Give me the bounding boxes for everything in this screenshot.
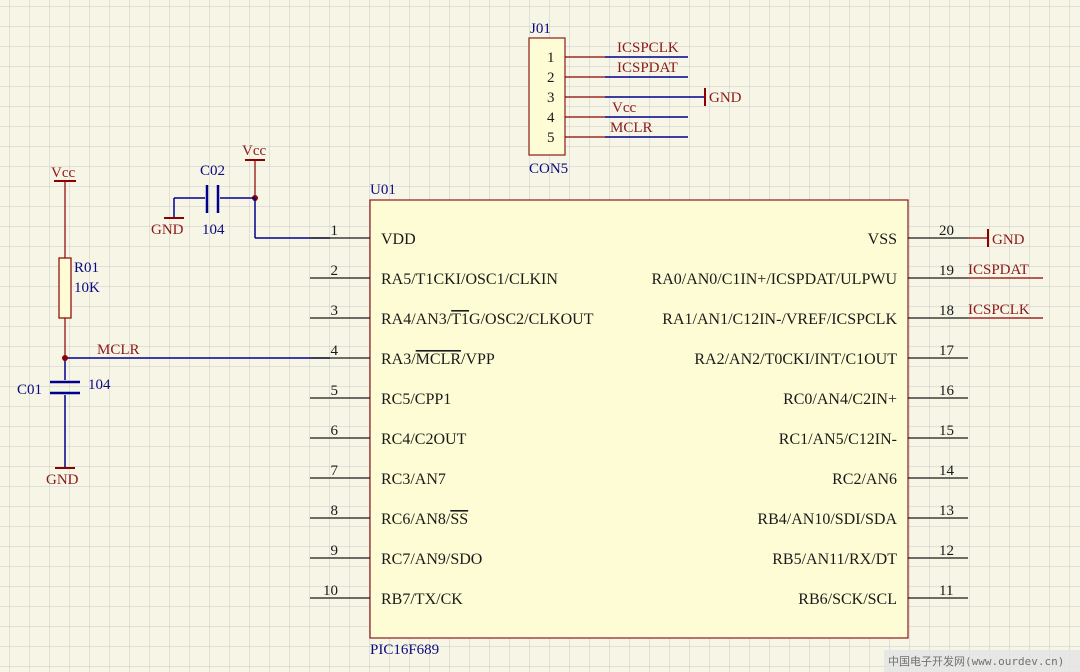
u01-left-pin-leads [310,237,370,599]
u01-pin-6-number: 6 [331,423,339,439]
j01-pin-4-number: 4 [547,110,555,126]
j01-net-label-5: MCLR [610,120,653,136]
capacitor-c02[interactable] [205,185,220,213]
connector-j01[interactable]: J01 CON5 1 2 3 4 5 ICSPCLK ICSPDAT Vcc M… [528,21,742,177]
capacitor-c01[interactable] [50,380,80,395]
u01-pin-15-name: RC1/AN5/C12IN- [779,431,897,448]
gnd-label-j01: GND [709,90,742,106]
j01-pin-1-number: 1 [547,50,555,66]
u01-pin-11-number: 11 [939,583,953,599]
mclr-net-label: MCLR [97,342,140,358]
u01-pin-4-name: RA3/MCLR/VPP [381,351,495,368]
u01-pin-4-number: 4 [331,343,339,359]
u01-pin-7-name: RC3/AN7 [381,471,446,488]
u01-pin-3-overbar: T1 [451,311,469,328]
mclr-junction [62,355,68,361]
u01-pin-1-name: VDD [381,231,416,248]
gnd-label-u01: GND [992,232,1025,248]
u01-pin-16-number: 16 [939,383,955,399]
c02-value: 104 [202,222,225,238]
u01-pin-18-name: RA1/AN1/C12IN-/VREF/ICSPCLK [662,311,897,328]
u01-pin-13-name: RB4/AN10/SDI/SDA [757,511,897,528]
j01-net-label-2: ICSPDAT [617,60,678,76]
watermark-bg [884,650,1080,672]
j01-net-label-1: ICSPCLK [617,40,679,56]
u01-pin-4-overbar: MCLR [416,351,462,368]
j01-pin-5-number: 5 [547,130,555,146]
u01-pin-9-number: 9 [331,543,339,559]
vcc-label-c02: Vcc [242,143,266,159]
u01-pin-2-number: 2 [331,263,339,279]
u01-pin-2-name: RA5/T1CKI/OSC1/CLKIN [381,271,558,288]
u01-pin-9-name: RC7/AN9/SDO [381,551,482,568]
u01-pin-20-name: VSS [868,231,897,248]
u01-pin-5-name: RC5/CPP1 [381,391,451,408]
u01-pin-10-number: 10 [323,583,338,599]
icspclk-net-label-u01: ICSPCLK [968,302,1030,318]
u01-pin-3-number: 3 [331,303,339,319]
r01-value: 10K [74,280,100,296]
vcc-label-left: Vcc [51,165,75,181]
c02-designator: C02 [200,163,225,179]
u01-pin-20-number: 20 [939,223,954,239]
u01-pin-3-name: RA4/AN3/T1G/OSC2/CLKOUT [381,311,594,328]
c01-designator: C01 [17,382,42,398]
r01-designator: R01 [74,260,99,276]
u01-pin-11-name: RB6/SCK/SCL [798,591,897,608]
u01-pin-1-number: 1 [331,223,339,239]
u01-pin-5-number: 5 [331,383,339,399]
u01-pin-12-name: RB5/AN11/RX/DT [772,551,897,568]
u01-pin-8-name: RC6/AN8/SS [381,511,468,528]
j01-designator: J01 [530,21,551,37]
u01-pin-17-number: 17 [939,343,955,359]
j01-net-wires [605,56,705,138]
u01-pin-12-number: 12 [939,543,954,559]
gnd-symbol-j01: GND [704,88,742,106]
gnd-label-c01: GND [46,472,79,488]
j01-pin-3-number: 3 [547,90,555,106]
u01-pin-16-name: RC0/AN4/C2IN+ [783,391,897,408]
u01-pin-19-number: 19 [939,263,954,279]
j01-type: CON5 [529,161,568,177]
u01-pin-6-name: RC4/C2OUT [381,431,467,448]
u01-part-number: PIC16F689 [370,642,439,658]
u01-pin-17-name: RA2/AN2/T0CKI/INT/C1OUT [694,351,897,368]
u01-pin-18-number: 18 [939,303,954,319]
u01-pin-10-name: RB7/TX/CK [381,591,463,608]
watermark: 中国电子开发网(www.ourdev.cn) [888,654,1064,668]
u01-body [369,199,909,639]
u01-pin-15-number: 15 [939,423,954,439]
u01-designator: U01 [370,182,396,198]
resistor-r01[interactable] [58,257,72,319]
u01-pin-7-number: 7 [331,463,339,479]
rc-reset-network: Vcc R01 10K C01 104 GND MCLR [17,165,330,488]
u01-right-pin-leads [908,237,968,599]
j01-pin-2-number: 2 [547,70,555,86]
j01-pin-leads [565,56,605,138]
gnd-label-c02: GND [151,222,184,238]
u01-pin-8-overbar: SS [450,511,468,528]
icspdat-net-label-u01: ICSPDAT [968,262,1029,278]
u01-pin-14-name: RC2/AN6 [832,471,897,488]
u01-pin-14-number: 14 [939,463,955,479]
u01-pin-8-number: 8 [331,503,339,519]
ic-u01[interactable]: U01 PIC16F689 1 [310,182,1043,658]
u01-pin-19-name: RA0/AN0/C1IN+/ICSPDAT/ULPWU [652,271,898,288]
u01-pin-13-number: 13 [939,503,954,519]
c01-value: 104 [88,377,111,393]
j01-net-label-4: Vcc [612,100,636,116]
